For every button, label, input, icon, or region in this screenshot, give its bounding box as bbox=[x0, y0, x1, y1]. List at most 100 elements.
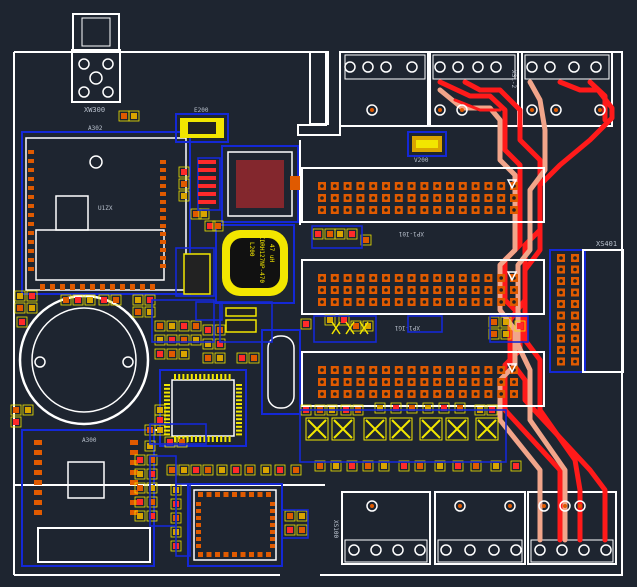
soc-pad bbox=[240, 492, 246, 497]
smd-pad bbox=[473, 463, 479, 469]
capacitor-large: A300 bbox=[18, 294, 150, 444]
smd-pad bbox=[63, 297, 69, 303]
smd-pad bbox=[169, 337, 175, 343]
smd-pad bbox=[149, 457, 155, 463]
module-pad bbox=[160, 176, 166, 180]
header-pins-top bbox=[318, 179, 518, 214]
smd-pad bbox=[219, 467, 225, 473]
connector-pad bbox=[452, 61, 464, 73]
diode-label: V200 bbox=[414, 157, 429, 164]
smd-pad bbox=[437, 463, 443, 469]
smd-pad bbox=[13, 407, 19, 413]
smd-pad bbox=[349, 463, 355, 469]
sim-pad bbox=[130, 440, 138, 445]
array-mark bbox=[333, 419, 353, 439]
smd-pad bbox=[131, 113, 137, 119]
smd-pad bbox=[327, 231, 333, 237]
soc-pad bbox=[196, 530, 201, 534]
smd-pad bbox=[181, 467, 187, 473]
component-frame bbox=[489, 315, 529, 343]
smd-pad bbox=[333, 463, 339, 469]
soc-pad bbox=[198, 492, 203, 497]
connector-pad bbox=[490, 61, 502, 73]
connector-pad bbox=[526, 104, 538, 116]
pin1-marker bbox=[506, 271, 518, 282]
component-frame bbox=[311, 225, 363, 249]
sim-pad bbox=[34, 490, 42, 495]
mcu-pin bbox=[236, 403, 242, 405]
soc-pad bbox=[266, 552, 271, 557]
soc-pad bbox=[196, 509, 201, 513]
mcu-pin bbox=[236, 399, 242, 402]
array-mark bbox=[477, 419, 497, 439]
module-pad bbox=[160, 192, 166, 196]
smd-pad bbox=[157, 427, 163, 433]
module-pad bbox=[160, 256, 166, 260]
sim-pad bbox=[130, 460, 138, 465]
connector-pad bbox=[568, 61, 580, 73]
module-pad bbox=[28, 177, 34, 181]
mcu-pin bbox=[216, 436, 218, 442]
top-connector-bank: XS1-2 bbox=[339, 51, 613, 127]
soc-pad bbox=[270, 502, 275, 506]
smd-pad bbox=[87, 297, 93, 303]
inductor-line-2: CDRH127NP-470 bbox=[258, 236, 265, 283]
smd-pad bbox=[135, 297, 141, 303]
mcu-pin bbox=[199, 436, 202, 442]
sim-pad bbox=[34, 440, 42, 445]
smd-pad bbox=[315, 231, 321, 237]
fet-pad bbox=[198, 176, 216, 180]
module-pad bbox=[120, 284, 125, 290]
bottom-connector-bank: XS100 bbox=[332, 491, 617, 565]
smd-pad bbox=[217, 355, 223, 361]
smd-pad bbox=[207, 223, 213, 229]
soc-pad bbox=[232, 492, 237, 497]
smd-pad bbox=[181, 337, 187, 343]
mcu-pin bbox=[224, 436, 227, 442]
mcu-pin bbox=[195, 374, 197, 380]
mcu-pin bbox=[224, 374, 227, 380]
smd-pad bbox=[135, 309, 141, 315]
mcu-pin bbox=[236, 391, 242, 394]
smd-pad bbox=[25, 407, 31, 413]
module-pad bbox=[160, 208, 166, 212]
mcu-pin bbox=[164, 395, 170, 398]
connector-pad bbox=[366, 500, 378, 512]
smd-pad bbox=[157, 417, 163, 423]
mcu-pin bbox=[164, 414, 170, 417]
soc-pad bbox=[270, 523, 275, 527]
sim-pad bbox=[130, 450, 138, 455]
smd-pad bbox=[299, 527, 305, 533]
soc-pad bbox=[223, 552, 229, 557]
array-mark bbox=[421, 419, 441, 439]
mcu-pin bbox=[164, 422, 170, 424]
smd-pad bbox=[205, 467, 211, 473]
module-pad bbox=[160, 224, 166, 228]
mcu-pin bbox=[164, 410, 170, 413]
sim-pad bbox=[130, 490, 138, 495]
smd-pad bbox=[409, 405, 415, 411]
header-row-bottom bbox=[301, 351, 545, 407]
smd-pad bbox=[181, 193, 187, 199]
cap-label: A300 bbox=[82, 437, 97, 444]
connector-pad bbox=[590, 61, 602, 73]
mcu-pin bbox=[190, 436, 193, 442]
module-pad bbox=[70, 284, 75, 290]
module-sub-label: U1ZX bbox=[98, 205, 113, 212]
mcu-pin bbox=[164, 429, 170, 432]
connector-pad bbox=[510, 544, 522, 556]
smd-pad bbox=[157, 323, 163, 329]
smd-pad bbox=[205, 327, 211, 333]
array-mark bbox=[447, 419, 467, 439]
module-pad bbox=[50, 284, 55, 290]
module-pad bbox=[110, 284, 115, 290]
soc-pad bbox=[196, 544, 201, 548]
module-pad bbox=[28, 186, 34, 190]
fet-pad bbox=[198, 184, 216, 188]
module-pad bbox=[100, 284, 105, 290]
component-frame bbox=[151, 299, 215, 343]
module-pad bbox=[160, 248, 166, 252]
smd-pad bbox=[149, 485, 155, 491]
smd-pad bbox=[517, 323, 523, 329]
